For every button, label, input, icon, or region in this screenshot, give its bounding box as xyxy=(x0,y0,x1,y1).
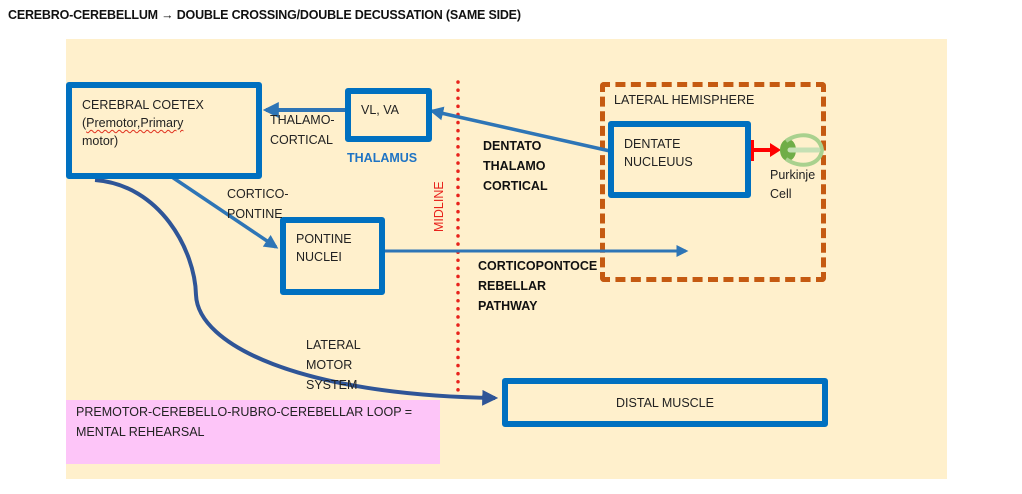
dentate-nucleus-box: DENTATE NUCLEUUS xyxy=(608,121,751,198)
distal-muscle-label: DISTAL MUSCLE xyxy=(616,396,714,410)
corticopontocerebellar-label: CORTICOPONTOCE REBELLAR PATHWAY xyxy=(478,256,597,316)
dentato-line-1: DENTATO xyxy=(483,139,542,153)
dentatothalamocortical-label: DENTATO THALAMO CORTICAL xyxy=(483,136,548,196)
lateral-hemisphere-label: LATERAL HEMISPHERE xyxy=(614,93,755,107)
midline-label: MIDLINE xyxy=(432,181,446,232)
thalamocortical-label: THALAMO- CORTICAL xyxy=(270,110,335,150)
note-line-2: MENTAL REHEARSAL xyxy=(76,425,205,439)
corticopontine-line-1: CORTICO- xyxy=(227,187,289,201)
lateral-motor-system-curve xyxy=(94,178,499,406)
page-title: CEREBRO-CEREBELLUM → DOUBLE CROSSING/DOU… xyxy=(8,8,521,22)
cerebral-cortex-line-1: CEREBRAL COETEX xyxy=(82,98,204,112)
thalamocortical-line-2: CORTICAL xyxy=(270,133,333,147)
purkinje-cell-icon xyxy=(780,133,825,167)
cpc-line-1: CORTICOPONTOCE xyxy=(478,259,598,273)
cpc-line-2: REBELLAR xyxy=(478,279,547,293)
lms-line-1: LATERAL xyxy=(306,338,361,352)
purkinje-cell-label: Purkinje Cell xyxy=(770,166,815,204)
dentato-line-3: CORTICAL xyxy=(483,179,548,193)
lateral-motor-system-label: LATERAL MOTOR SYSTEM xyxy=(306,335,361,395)
thalamus-nuclei-label: VL, VA xyxy=(361,103,399,117)
thalamus-caption: THALAMUS xyxy=(347,151,418,165)
dentate-nucleus-line-2: NUCLEUUS xyxy=(624,155,693,169)
mental-rehearsal-note: PREMOTOR-CEREBELLO-RUBRO-CEREBELLAR LOOP… xyxy=(66,400,440,464)
corticopontine-arrow xyxy=(165,171,279,249)
purkinje-line-2: Cell xyxy=(770,187,792,201)
cpc-line-3: PATHWAY xyxy=(478,299,538,313)
dentate-nucleus-line-1: DENTATE xyxy=(624,137,681,151)
note-line-1: PREMOTOR-CEREBELLO-RUBRO-CEREBELLAR LOOP… xyxy=(76,405,413,419)
inhibitory-bar xyxy=(749,140,754,161)
thalamus-box: VL, VA xyxy=(345,88,432,142)
cerebral-cortex-line-2: (Premotor,Primary xyxy=(82,116,184,130)
distal-muscle-box: DISTAL MUSCLE xyxy=(502,378,828,427)
corticopontine-label: CORTICO- PONTINE xyxy=(227,184,289,224)
lms-line-2: MOTOR xyxy=(306,358,353,372)
dentatothalamocortical-arrow xyxy=(429,106,611,153)
pontine-nuclei-line-2: NUCLEI xyxy=(296,250,342,264)
corticopontine-line-2: PONTINE xyxy=(227,207,283,221)
lms-line-3: SYSTEM xyxy=(306,378,358,392)
cerebral-cortex-box: CEREBRAL COETEX (Premotor,Primary motor) xyxy=(66,82,262,179)
thalamocortical-line-1: THALAMO- xyxy=(270,113,335,127)
inhibitory-arrowhead xyxy=(770,143,781,157)
lateral-hemisphere-region xyxy=(600,82,826,282)
pontine-nuclei-box: PONTINE NUCLEI xyxy=(280,217,385,295)
dentato-line-2: THALAMO xyxy=(483,159,546,173)
pontine-nuclei-line-1: PONTINE xyxy=(296,232,352,246)
cerebral-cortex-line-3: motor) xyxy=(82,134,119,148)
purkinje-line-1: Purkinje xyxy=(770,168,816,182)
